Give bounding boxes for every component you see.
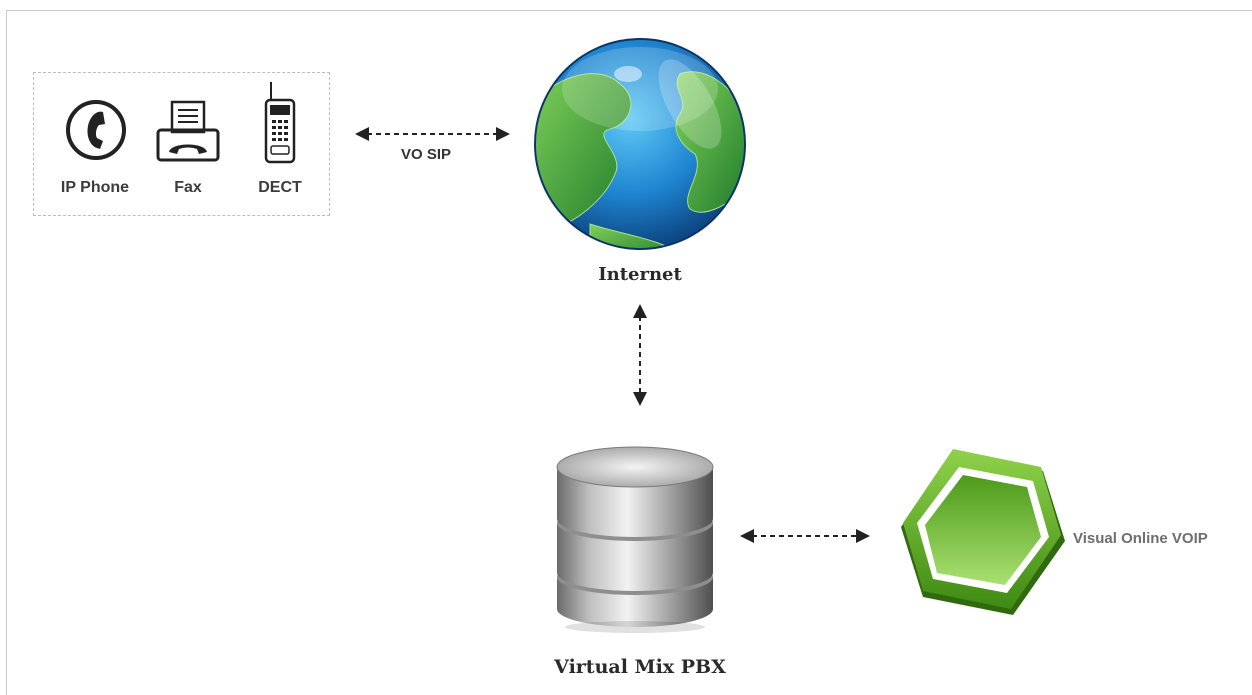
vo-sip-label: VO SIP (401, 146, 452, 163)
visual-online-voip-logo (901, 449, 1065, 615)
device-label-ip-phone: IP Phone (60, 179, 130, 196)
diagram-frame (6, 10, 1252, 695)
device-label-fax: Fax (174, 179, 202, 196)
device-label-dect: DECT (258, 179, 302, 196)
devices-group-box (33, 72, 330, 216)
internet-pbx-arrow (633, 304, 647, 406)
internet-label: Internet (598, 264, 682, 285)
pbx-label: Virtual Mix PBX (554, 656, 726, 678)
pbx-voip-arrow (740, 529, 870, 543)
globe-icon (534, 38, 746, 250)
handset-circle-icon (66, 100, 126, 160)
dect-phone-icon (264, 82, 296, 164)
fax-icon (156, 100, 220, 162)
voip-label: Visual Online VOIP (1073, 530, 1208, 547)
pbx-server-icon (556, 446, 714, 633)
vo-sip-arrow (355, 127, 510, 141)
